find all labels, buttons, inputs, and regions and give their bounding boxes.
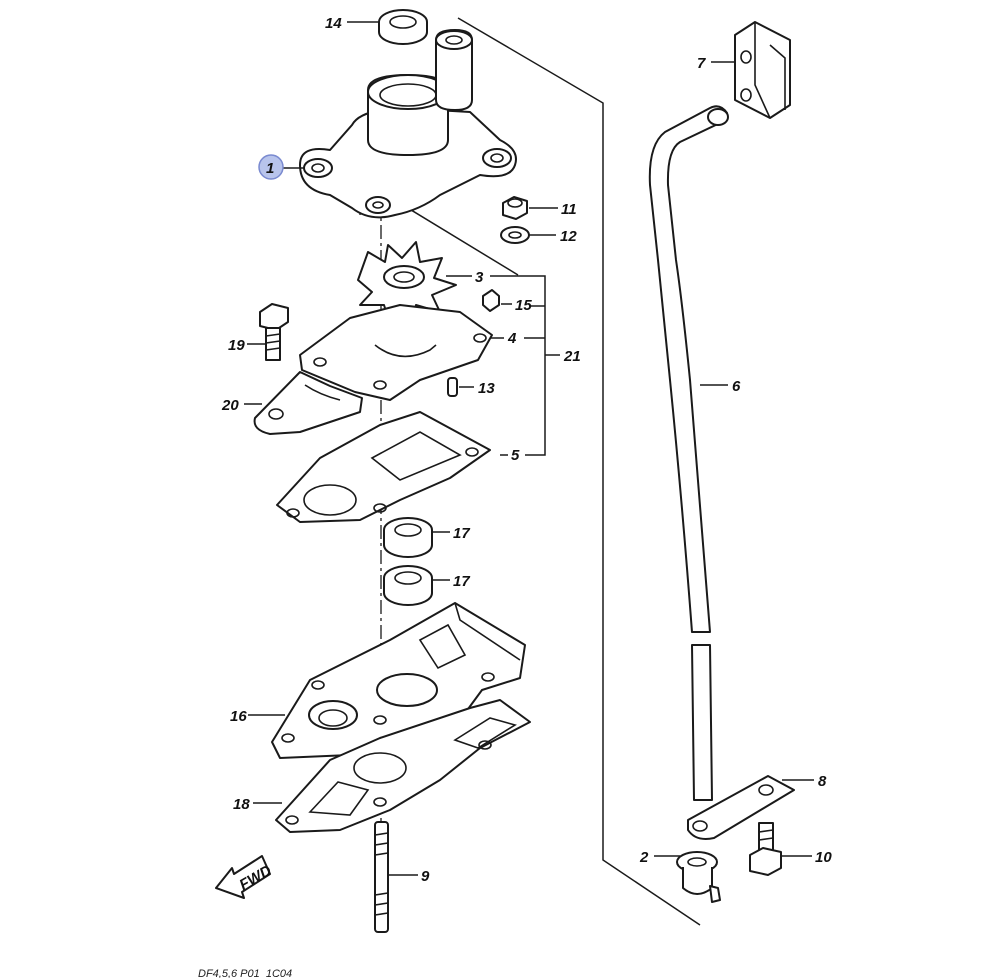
selected-callout-marker[interactable] <box>258 154 284 180</box>
diagram-code: DF4,5,6 P01_1C04 <box>198 968 292 978</box>
callout-1[interactable]: 1 <box>266 160 274 177</box>
callout-14[interactable]: 14 <box>325 15 342 32</box>
callout-9[interactable]: 9 <box>421 868 430 885</box>
callout-19[interactable]: 19 <box>228 337 245 354</box>
part-4-plate <box>299 304 493 401</box>
callout-15[interactable]: 15 <box>515 297 532 314</box>
part-13-pin <box>447 377 458 397</box>
callout-17-lower[interactable]: 17 <box>453 573 470 590</box>
callout-6[interactable]: 6 <box>732 378 741 395</box>
part-7-grommet <box>734 21 791 119</box>
callout-7[interactable]: 7 <box>697 55 706 72</box>
part-11-nut <box>502 196 528 220</box>
part-1-pump-case <box>299 29 517 219</box>
part-19-bolt <box>259 303 289 361</box>
part-6-water-tube <box>648 105 729 801</box>
part-17-seal-upper <box>383 517 433 558</box>
fwd-arrow-icon: FWD <box>215 855 275 899</box>
callout-11[interactable]: 11 <box>561 201 577 218</box>
part-20-guide-plate <box>253 371 363 435</box>
callout-labels: 1 2 3 4 5 6 7 8 9 10 11 12 13 14 15 16 1… <box>221 15 832 885</box>
callout-18[interactable]: 18 <box>233 796 250 813</box>
callout-17-upper[interactable]: 17 <box>453 525 470 542</box>
part-14-oil-seal <box>378 9 428 45</box>
part-8-clamp-plate <box>687 775 795 840</box>
callout-16[interactable]: 16 <box>230 708 247 725</box>
callout-12[interactable]: 12 <box>560 228 577 245</box>
callout-13[interactable]: 13 <box>478 380 495 397</box>
callout-5[interactable]: 5 <box>511 447 520 464</box>
part-15-key <box>482 289 500 312</box>
part-18-gasket-lower <box>275 699 531 833</box>
callout-20[interactable]: 20 <box>221 397 239 414</box>
part-2-collar <box>676 851 721 903</box>
callout-4[interactable]: 4 <box>507 330 517 347</box>
part-12-washer <box>500 226 530 244</box>
callout-leaders <box>244 21 814 876</box>
callout-2[interactable]: 2 <box>639 849 649 866</box>
callout-3[interactable]: 3 <box>475 269 484 286</box>
part-17-seal-lower <box>383 565 433 606</box>
callout-8[interactable]: 8 <box>818 773 827 790</box>
callout-21[interactable]: 21 <box>563 348 581 365</box>
callout-10[interactable]: 10 <box>815 849 832 866</box>
part-10-bolt <box>749 822 782 876</box>
part-5-gasket <box>276 411 491 523</box>
part-9-stud <box>374 821 389 933</box>
